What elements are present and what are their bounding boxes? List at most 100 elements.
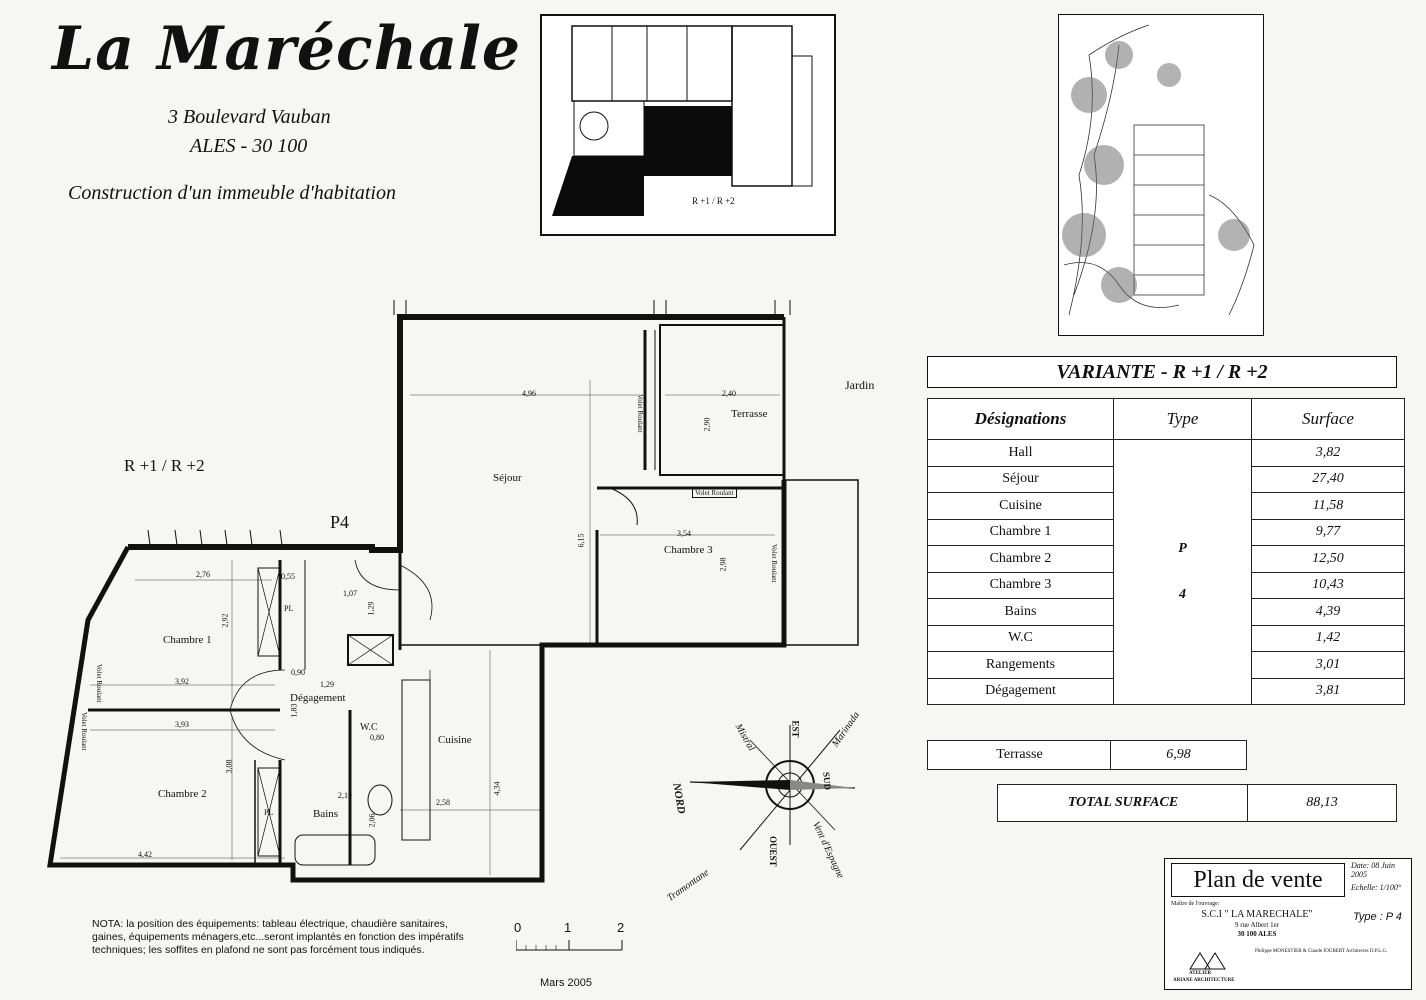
total-value: 88,13 — [1247, 784, 1397, 822]
atelier-name-1: ATELIER — [1189, 971, 1212, 976]
title-block-owner-name: S.C.I " LA MARECHALE" — [1201, 909, 1313, 920]
row-surface: 3,81 — [1251, 677, 1405, 705]
dim: 0,80 — [370, 733, 384, 742]
title-block-owner-label: Maître de l'ouvrage: — [1171, 901, 1220, 907]
atelier-name-2: ARIANE ARCHITECTURE — [1173, 978, 1235, 983]
room-bains: Bains — [313, 808, 339, 820]
project-subtitle: Construction d'un immeuble d'habitation — [68, 182, 396, 204]
room-wc: W.C — [360, 722, 378, 733]
dim: 2,98 — [718, 557, 728, 572]
dim: 2,19 — [338, 791, 352, 800]
title-block-title: Plan de vente — [1171, 863, 1345, 897]
compass-est: EST — [790, 720, 801, 738]
row-surface: 1,42 — [1251, 624, 1405, 652]
volet-label-1: Volet Roulant — [692, 488, 737, 498]
project-title: La Maréchale — [52, 14, 522, 84]
table-row: Hall P 4 3,82 — [927, 439, 1405, 705]
header-designations: Désignations — [927, 398, 1114, 440]
table-row: Séjour 27,40 — [927, 465, 1405, 493]
title-block-type: Type : P 4 — [1353, 911, 1402, 923]
row-surface: 3,82 — [1251, 439, 1405, 467]
row-surface: 3,01 — [1251, 651, 1405, 679]
room-chambre-2: Chambre 2 — [158, 788, 207, 800]
title-block: Plan de vente Date: 08 Juin 2005 Echelle… — [1164, 858, 1412, 990]
dim: 2,90 — [702, 417, 712, 432]
row-name: W.C — [927, 624, 1114, 652]
dim: 4,42 — [138, 850, 152, 859]
row-name: Bains — [927, 598, 1114, 626]
terrasse-value: 6,98 — [1110, 740, 1247, 770]
row-surface: 10,43 — [1251, 571, 1405, 599]
jardin-label: Jardin — [845, 378, 875, 392]
compass-sud: SUD — [821, 771, 833, 791]
row-name: Dégagement — [927, 677, 1114, 705]
compass-ouest: OUEST — [768, 836, 778, 867]
row-surface: 4,39 — [1251, 598, 1405, 626]
surface-table: Désignations Type Surface Hall P 4 3,82 … — [927, 398, 1405, 705]
title-block-architects: Philippe MONESTIER & Claude JOUBERT Arch… — [1255, 949, 1388, 954]
table-row: Bains 4,39 — [927, 598, 1405, 626]
plan-level-label: R +1 / R +2 — [124, 456, 205, 475]
terrasse-label: Terrasse — [927, 740, 1112, 770]
dim: 3,08 — [224, 759, 234, 774]
plan-lot-label: P4 — [330, 512, 350, 532]
dim: 1,07 — [343, 589, 357, 598]
row-name: Chambre 2 — [927, 545, 1114, 573]
dim: 1,29 — [320, 680, 334, 689]
title-block-scale: Echelle: 1/100° — [1351, 883, 1402, 892]
dim: 4,34 — [492, 781, 502, 796]
header-type: Type — [1113, 398, 1252, 440]
building-sketch — [1058, 14, 1264, 336]
dim: 2,58 — [436, 798, 450, 807]
nota-text: NOTA: la position des équipements: table… — [92, 918, 464, 956]
atelier-logo — [1189, 952, 1226, 970]
room-chambre-3: Chambre 3 — [664, 544, 713, 556]
table-row: Cuisine 11,58 — [927, 492, 1405, 520]
scale-tick-1: 1 — [564, 920, 572, 935]
room-chambre-1: Chambre 1 — [163, 634, 212, 646]
row-surface: 9,77 — [1251, 518, 1405, 546]
dim: 2,76 — [196, 570, 210, 579]
dim: 0,55 — [281, 572, 295, 581]
type-letter: P — [1178, 541, 1187, 556]
row-name: Hall — [927, 439, 1114, 467]
table-row: Chambre 3 10,43 — [927, 571, 1405, 599]
row-surface: 12,50 — [1251, 545, 1405, 573]
compass-rose — [689, 725, 856, 851]
table-row: Dégagement 3,81 — [927, 677, 1405, 705]
placard-1-label: PL — [284, 604, 294, 613]
thumbnail-caption: R +1 / R +2 — [692, 196, 735, 206]
dim: 2,06 — [367, 813, 377, 828]
header-surface: Surface — [1251, 398, 1405, 440]
dim: 6,15 — [576, 533, 586, 548]
dim: 2,92 — [220, 613, 230, 628]
room-degagement: Dégagement — [290, 692, 346, 704]
floor-plan — [47, 300, 859, 883]
row-surface: 27,40 — [1251, 465, 1405, 493]
type-number: 4 — [1179, 587, 1186, 602]
volet-label-4: Volet Roulant — [95, 664, 103, 703]
room-cuisine: Cuisine — [438, 734, 472, 746]
dim: 3,92 — [175, 677, 189, 686]
row-surface: 11,58 — [1251, 492, 1405, 520]
table-title: VARIANTE - R +1 / R +2 — [927, 356, 1397, 388]
dim: 1,29 — [366, 601, 376, 616]
room-sejour: Séjour — [493, 472, 522, 484]
dim: 0,90 — [291, 668, 305, 677]
placard-2-label: PL — [264, 808, 274, 817]
title-block-owner-addr1: 9 rue Albert 1er — [1234, 921, 1280, 929]
address-line-1: 3 Boulevard Vauban — [168, 106, 331, 128]
row-name: Rangements — [927, 651, 1114, 679]
room-terrasse: Terrasse — [731, 408, 768, 420]
volet-label-2: Volet Roulant — [636, 394, 644, 433]
volet-label-5: Volet Roulant — [80, 712, 88, 751]
scale-tick-2: 2 — [617, 920, 625, 935]
volet-label-3: Volet Roulant — [770, 544, 778, 583]
row-name: Chambre 1 — [927, 518, 1114, 546]
row-name: Cuisine — [927, 492, 1114, 520]
row-name: Chambre 3 — [927, 571, 1114, 599]
dim: 3,93 — [175, 720, 189, 729]
dim: 4,96 — [522, 389, 536, 398]
type-cell: P 4 — [1113, 439, 1252, 705]
row-name: Séjour — [927, 465, 1114, 493]
